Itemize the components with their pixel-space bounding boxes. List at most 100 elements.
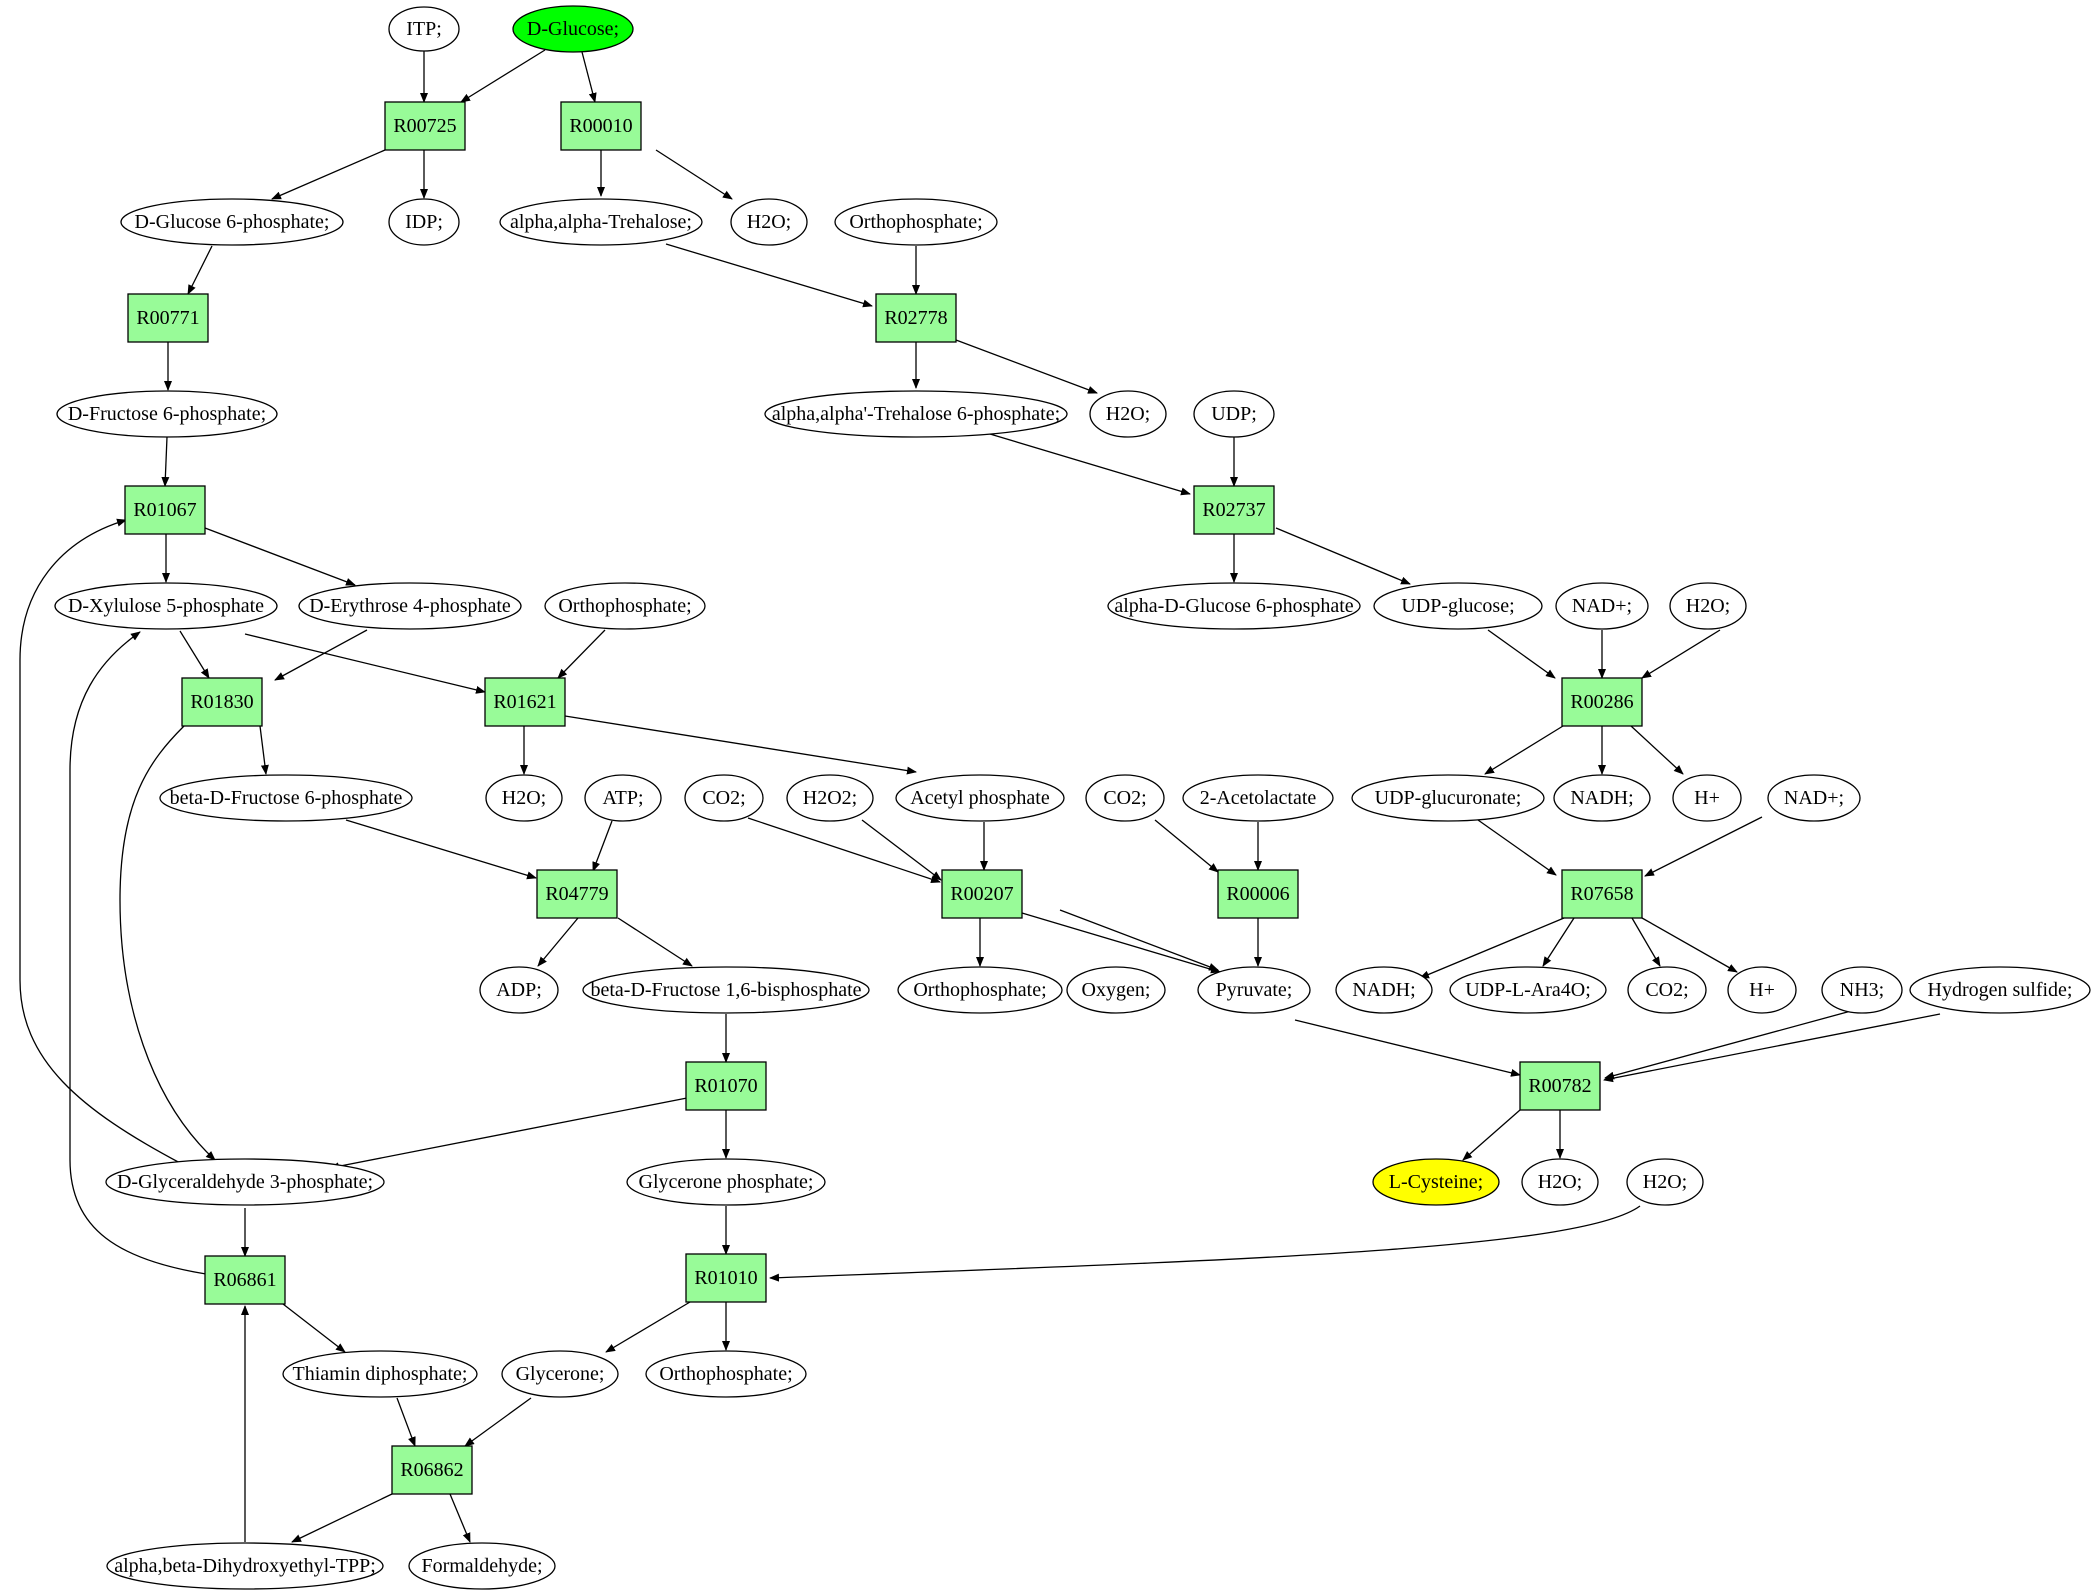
- metabolite-h2o-f[interactable]: H2O;: [1626, 1158, 1704, 1206]
- metabolite-formaldehyde[interactable]: Formaldehyde;: [408, 1542, 556, 1590]
- edge: [244, 633, 486, 694]
- metabolite-acetyl-phosphate[interactable]: Acetyl phosphate: [895, 774, 1065, 822]
- reaction-R00782[interactable]: R00782: [1519, 1061, 1601, 1111]
- metabolite-l-cysteine[interactable]: L-Cysteine;: [1372, 1158, 1500, 1206]
- svg-text:NADH;: NADH;: [1570, 787, 1633, 809]
- reaction-R02737[interactable]: R02737: [1193, 485, 1275, 535]
- svg-text:NH3;: NH3;: [1840, 979, 1884, 1001]
- metabolite-orthophosphate-d[interactable]: Orthophosphate;: [645, 1350, 807, 1398]
- reaction-R07658[interactable]: R07658: [1561, 869, 1643, 919]
- metabolite-udp[interactable]: UDP;: [1193, 390, 1275, 438]
- edge: [537, 917, 579, 967]
- metabolite-orthophosphate-c[interactable]: Orthophosphate;: [897, 966, 1063, 1014]
- metabolite-idp[interactable]: IDP;: [388, 198, 460, 246]
- edge: [1462, 1109, 1521, 1161]
- metabolite-co2-c[interactable]: CO2;: [1627, 966, 1707, 1014]
- edge: [460, 49, 546, 103]
- metabolite-pyruvate[interactable]: Pyruvate;: [1197, 966, 1311, 1014]
- metabolite-hplus-b[interactable]: H+: [1727, 966, 1797, 1014]
- metabolite-orthophosphate-a[interactable]: Orthophosphate;: [834, 198, 998, 246]
- metabolite-acetolactate[interactable]: 2-Acetolactate: [1182, 774, 1334, 822]
- metabolite-trehalose[interactable]: alpha,alpha-Trehalose;: [499, 198, 703, 246]
- reaction-R06861[interactable]: R06861: [204, 1255, 286, 1305]
- metabolite-trehalose6p[interactable]: alpha,alpha'-Trehalose 6-phosphate;: [764, 390, 1068, 438]
- metabolite-nad-b[interactable]: NAD+;: [1767, 774, 1861, 822]
- metabolite-h2o2[interactable]: H2O2;: [786, 774, 874, 822]
- metabolite-nadh-a[interactable]: NADH;: [1553, 774, 1651, 822]
- metabolite-bdf6p[interactable]: beta-D-Fructose 6-phosphate: [159, 774, 413, 822]
- reaction-R00010[interactable]: R00010: [560, 101, 642, 151]
- svg-text:Pyruvate;: Pyruvate;: [1216, 979, 1293, 1001]
- metabolite-oxygen[interactable]: Oxygen;: [1066, 966, 1166, 1014]
- svg-text:L-Cysteine;: L-Cysteine;: [1389, 1171, 1483, 1193]
- metabolite-h2o-e[interactable]: H2O;: [1521, 1158, 1599, 1206]
- metabolite-co2-a[interactable]: CO2;: [684, 774, 764, 822]
- svg-text:D-Xylulose 5-phosphate: D-Xylulose 5-phosphate: [68, 595, 264, 617]
- metabolite-udp-ara4o[interactable]: UDP-L-Ara4O;: [1449, 966, 1607, 1014]
- reaction-R04779[interactable]: R04779: [536, 869, 618, 919]
- edge: [449, 1493, 471, 1543]
- metabolite-d-glucose[interactable]: D-Glucose;: [512, 5, 634, 53]
- edge: [1477, 819, 1557, 876]
- edge: [1275, 527, 1411, 585]
- svg-text:Thiamin diphosphate;: Thiamin diphosphate;: [293, 1363, 468, 1385]
- metabolite-thiamin-dp[interactable]: Thiamin diphosphate;: [282, 1350, 478, 1398]
- metabolite-itp[interactable]: ITP;: [388, 6, 460, 52]
- metabolite-g6p[interactable]: D-Glucose 6-phosphate;: [120, 198, 344, 246]
- svg-text:Oxygen;: Oxygen;: [1082, 979, 1151, 1001]
- metabolite-adp[interactable]: ADP;: [479, 966, 559, 1014]
- metabolite-orthophosphate-b[interactable]: Orthophosphate;: [544, 582, 706, 630]
- metabolite-udp-glucose[interactable]: UDP-glucose;: [1373, 582, 1543, 630]
- metabolite-h2o-d[interactable]: H2O;: [485, 774, 563, 822]
- svg-text:H2O;: H2O;: [1538, 1171, 1582, 1193]
- metabolite-nadh-b[interactable]: NADH;: [1335, 966, 1433, 1014]
- metabolite-glycerone-phosphate[interactable]: Glycerone phosphate;: [626, 1158, 826, 1206]
- edge: [769, 1205, 1641, 1282]
- reaction-R01070[interactable]: R01070: [685, 1061, 767, 1111]
- metabolite-h2o-c[interactable]: H2O;: [1669, 582, 1747, 630]
- reaction-R01830[interactable]: R01830: [181, 677, 263, 727]
- metabolite-g3p[interactable]: D-Glyceraldehyde 3-phosphate;: [105, 1158, 385, 1206]
- reaction-R06862[interactable]: R06862: [391, 1445, 473, 1495]
- metabolite-erythrose4p[interactable]: D-Erythrose 4-phosphate: [298, 582, 522, 630]
- reaction-R01067[interactable]: R01067: [124, 485, 206, 535]
- metabolite-hplus-a[interactable]: H+: [1672, 774, 1742, 822]
- edge: [345, 819, 537, 880]
- reaction-R00771[interactable]: R00771: [127, 293, 209, 343]
- reaction-R02778[interactable]: R02778: [875, 293, 957, 343]
- edge: [1487, 629, 1556, 679]
- svg-text:2-Acetolactate: 2-Acetolactate: [1200, 787, 1317, 809]
- edge: [989, 433, 1191, 496]
- edge: [329, 1097, 688, 1171]
- edge: [1484, 725, 1564, 775]
- metabolite-h2o-b[interactable]: H2O;: [1089, 390, 1167, 438]
- reaction-R00006[interactable]: R00006: [1217, 869, 1299, 919]
- svg-text:D-Fructose 6-phosphate;: D-Fructose 6-phosphate;: [68, 403, 266, 425]
- reaction-R01010[interactable]: R01010: [685, 1253, 767, 1303]
- svg-text:NAD+;: NAD+;: [1784, 787, 1844, 809]
- svg-text:ITP;: ITP;: [406, 18, 442, 40]
- svg-text:D-Glyceraldehyde 3-phosphate;: D-Glyceraldehyde 3-phosphate;: [117, 1171, 373, 1193]
- edge: [179, 630, 210, 679]
- metabolite-f6p[interactable]: D-Fructose 6-phosphate;: [56, 390, 278, 438]
- edge: [19, 518, 183, 1165]
- metabolite-co2-b[interactable]: CO2;: [1085, 774, 1165, 822]
- metabolite-h2s[interactable]: Hydrogen sulfide;: [1909, 966, 2091, 1014]
- metabolite-atp[interactable]: ATP;: [584, 774, 662, 822]
- metabolite-glycerone[interactable]: Glycerone;: [501, 1350, 619, 1398]
- svg-text:Formaldehyde;: Formaldehyde;: [421, 1555, 542, 1577]
- metabolite-nad-a[interactable]: NAD+;: [1555, 582, 1649, 630]
- reaction-R01621[interactable]: R01621: [484, 677, 566, 727]
- metabolite-nh3[interactable]: NH3;: [1821, 966, 1903, 1014]
- metabolite-h2o-a[interactable]: H2O;: [730, 198, 808, 246]
- metabolite-udp-glucuronate[interactable]: UDP-glucuronate;: [1351, 774, 1545, 822]
- metabolite-adg6p[interactable]: alpha-D-Glucose 6-phosphate: [1107, 582, 1361, 630]
- metabolite-dhe-tpp[interactable]: alpha,beta-Dihydroxyethyl-TPP;: [106, 1542, 384, 1590]
- svg-text:Glycerone phosphate;: Glycerone phosphate;: [639, 1171, 814, 1193]
- reaction-R00207[interactable]: R00207: [941, 869, 1023, 919]
- reaction-R00286[interactable]: R00286: [1561, 677, 1643, 727]
- reaction-R00725[interactable]: R00725: [384, 101, 466, 151]
- metabolite-bdf16bp[interactable]: beta-D-Fructose 1,6-bisphosphate: [582, 966, 870, 1014]
- svg-text:Orthophosphate;: Orthophosphate;: [913, 979, 1046, 1001]
- metabolite-xylulose5p[interactable]: D-Xylulose 5-phosphate: [54, 582, 278, 630]
